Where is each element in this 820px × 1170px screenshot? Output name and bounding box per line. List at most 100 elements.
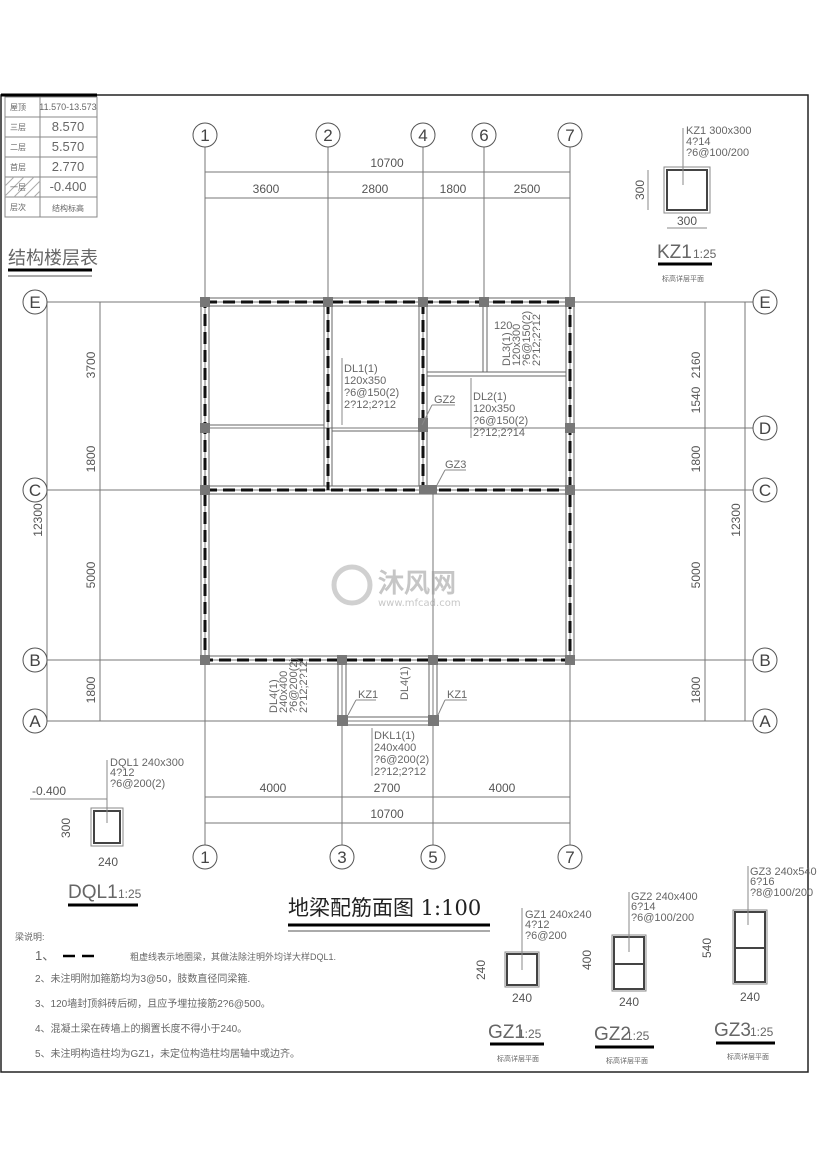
dim-right-segment: 2160	[689, 351, 703, 378]
axis-label-right: E	[759, 293, 770, 312]
floor-name: 一层	[10, 183, 26, 192]
dql1-height: 300	[59, 818, 73, 838]
gz3-sub: 标高详层平面	[727, 1052, 769, 1061]
notes: 梁说明: 1、 粗虚线表示地圈梁，其做法除注明外均详大样DQL1. 2、未注明附…	[15, 931, 336, 1060]
note-item: 2、未注明附加箍筋均为3@50，肢数直径同梁箍.	[35, 972, 250, 985]
axis-label-left: E	[29, 293, 40, 312]
beam-dl4: DL4(1)	[268, 679, 280, 713]
axis-label-bottom: 1	[200, 848, 209, 867]
dim-bottom-segment: 2700	[374, 781, 401, 795]
gz2-spec: ?6@100/200	[631, 912, 694, 924]
column-gz3-label: GZ3	[445, 459, 466, 471]
axis-label-top: 2	[323, 126, 332, 145]
beam-dkl1: 240x400	[374, 742, 416, 754]
gz3-spec: ?8@100/200	[750, 887, 813, 899]
kz1-height: 300	[633, 180, 647, 200]
gz1-spec: 4?12	[525, 919, 549, 931]
dim-top-total: 10700	[370, 156, 404, 170]
walls	[200, 297, 575, 726]
dql1-elevation: -0.400	[32, 784, 66, 798]
dim-top-segment: 3600	[253, 182, 280, 196]
dim-bottom-segment: 4000	[489, 781, 516, 795]
axis-label-right: B	[759, 651, 770, 670]
dim-bottom-segment: 4000	[260, 781, 287, 795]
axis-label-left: B	[29, 651, 40, 670]
dim-left-segment: 3700	[84, 351, 98, 378]
axis-label-top: 7	[565, 126, 574, 145]
section-kz1: KZ1 300x300 4?14 ?6@100/200 300 300 KZ1 …	[633, 125, 751, 283]
axis-label-top: 6	[479, 126, 488, 145]
gz2-title: GZ2	[594, 1024, 631, 1045]
beam-dl2: 120x350	[473, 403, 515, 415]
beam-dl1: 2?12;2?12	[344, 399, 396, 411]
floor-elevation: 结构标高	[52, 203, 84, 213]
floor-elevation: 11.570-13.573	[39, 102, 96, 112]
axis-label-bottom: 7	[565, 848, 574, 867]
dim-bottom-total: 10700	[370, 807, 404, 821]
gz1-title: GZ1	[488, 1022, 525, 1043]
section-gz2: GZ2 240x400 6?14 ?6@100/200 400 240 GZ2 …	[580, 891, 698, 1065]
gz2-spec: GZ2 240x400	[631, 891, 698, 903]
gz2-spec: 6?14	[631, 901, 655, 913]
beam-dl3: 2?12;2?12	[531, 314, 543, 366]
axis-label-left: A	[29, 712, 41, 731]
kz1-scale: 1:25	[693, 247, 717, 261]
kz1-spec: KZ1 300x300	[686, 125, 751, 137]
dim-right-segment: 1800	[689, 676, 703, 703]
kz1-spec: 4?14	[686, 136, 710, 148]
kz1-sub: 标高详层平面	[662, 274, 704, 283]
dim-right-segment: 5000	[689, 561, 703, 588]
dim-left-total: 12300	[31, 503, 45, 537]
gz3-scale: 1:25	[750, 1025, 774, 1039]
gz3-spec: 6?16	[750, 876, 774, 888]
dql1-spec: 4?12	[110, 767, 134, 779]
gz1-height: 240	[474, 960, 488, 980]
dim-left-segment: 1800	[84, 676, 98, 703]
beam-dl4: 2?12;2?12	[298, 661, 310, 713]
axis-label-right: D	[759, 419, 771, 438]
section-gz3: GZ3 240x540 6?16 ?8@100/200 540 240 GZ3 …	[700, 866, 817, 1061]
dql1-title: DQL1	[68, 882, 118, 903]
gz3-height: 540	[700, 938, 714, 958]
floor-elevation: -0.400	[50, 179, 87, 194]
beam-dl3: ?6@150(2)	[521, 311, 533, 366]
section-gz1: GZ1 240x240 4?12 ?6@200 240 240 GZ1 1:25…	[474, 908, 592, 1063]
gz3-width: 240	[740, 990, 760, 1004]
floor-name: 层次	[10, 202, 26, 212]
beam-dl1: 120x350	[344, 375, 386, 387]
floor-elevation: 8.570	[52, 119, 85, 134]
beam-dl1: ?6@150(2)	[344, 387, 399, 399]
dql1-spec: ?6@200(2)	[110, 778, 165, 790]
gz1-sub: 标高详层平面	[497, 1054, 539, 1063]
dql1-spec: DQL1 240x300	[110, 757, 184, 769]
gz1-scale: 1:25	[518, 1027, 542, 1041]
floor-name: 首层	[10, 162, 26, 172]
beam-dl1: DL1(1)	[344, 363, 378, 375]
dim-top-segment: 1800	[440, 182, 467, 196]
gz2-width: 240	[619, 995, 639, 1009]
note-item: 4、混凝土梁在砖墙上的搁置长度不得小于240。	[35, 1022, 247, 1035]
section-dql1: DQL1 240x300 4?12 ?6@200(2) -0.400 300 2…	[30, 757, 184, 907]
axis-label-bottom: 3	[337, 848, 346, 867]
note-item: 粗虚线表示地圈梁，其做法除注明外均详大样DQL1.	[130, 951, 336, 962]
gz3-title: GZ3	[714, 1020, 751, 1041]
axis-label-left: C	[29, 481, 41, 500]
wall-thickness-label: 120	[494, 320, 512, 332]
beam-dl4: 240x400	[278, 671, 290, 713]
watermark-url: www.mfcad.com	[378, 598, 461, 609]
dim-right-segment: 1800	[689, 445, 703, 472]
floor-elevation: 5.570	[52, 139, 85, 154]
beam-dkl1: DKL1(1)	[374, 730, 415, 742]
dql1-scale: 1:25	[118, 887, 142, 901]
gz1-width: 240	[512, 991, 532, 1005]
column-gz2-label: GZ2	[434, 394, 455, 406]
beam-dl2: 2?12;2?14	[473, 427, 525, 439]
drawing-frame	[0, 94, 809, 1073]
kz1-spec: ?6@100/200	[686, 147, 749, 159]
column-kz1-label: KZ1	[358, 689, 378, 701]
column-kz1-label: KZ1	[447, 689, 467, 701]
dql1-width: 240	[98, 855, 118, 869]
floor-name: 屋顶	[10, 103, 26, 112]
floor-elevation: 2.770	[52, 159, 85, 174]
dim-right-segment: 1540	[689, 386, 703, 413]
